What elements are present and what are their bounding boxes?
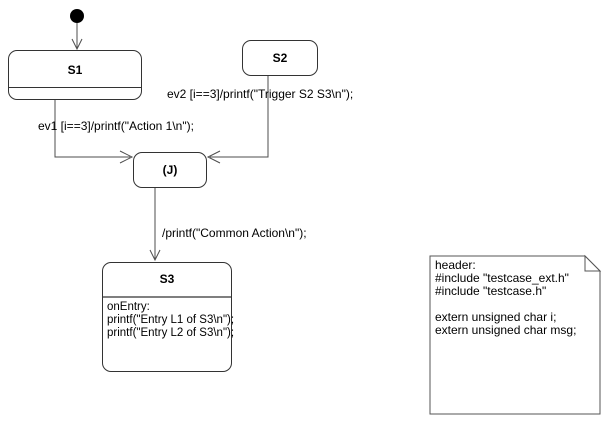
initial-transition-arrow[interactable] — [71, 23, 83, 51]
state-s2[interactable]: S2 — [242, 40, 318, 76]
transition-s2-to-junction[interactable] — [206, 76, 269, 164]
transition-s1-to-junction[interactable] — [54, 100, 134, 164]
note-line: #include "testcase.h" — [435, 284, 547, 298]
state-s3-title: S3 — [159, 272, 175, 286]
state-s1[interactable]: S1 — [8, 50, 142, 100]
state-s3-body-line: printf("Entry L1 of S3\n"); — [107, 314, 235, 326]
note-line: #include "testcase_ext.h" — [435, 271, 569, 285]
junction-j-title: (J) — [162, 163, 178, 177]
initial-state-dot[interactable] — [70, 9, 84, 23]
note-line: header: — [435, 258, 476, 272]
junction-j[interactable]: (J) — [133, 152, 207, 188]
state-s3-body: onEntry: printf("Entry L1 of S3\n"); pri… — [107, 301, 235, 340]
note-line: extern unsigned char i; — [435, 310, 557, 324]
note-shape[interactable] — [429, 254, 602, 415]
state-s1-divider — [9, 87, 141, 88]
state-s3[interactable]: S3 onEntry: printf("Entry L1 of S3\n"); … — [102, 262, 235, 372]
state-s3-divider — [103, 263, 231, 298]
label-ev2-transition: ev2 [i==3]/printf("Trigger S2 S3\n"); — [167, 87, 354, 101]
state-s3-body-line: onEntry: — [107, 301, 150, 313]
state-s3-body-line: printf("Entry L2 of S3\n"); — [107, 327, 235, 339]
transition-junction-to-s3[interactable] — [149, 188, 161, 262]
state-s1-title: S1 — [67, 63, 83, 77]
note-line: extern unsigned char msg; — [435, 323, 577, 337]
label-ev1-transition: ev1 [i==3]/printf("Action 1\n"); — [38, 119, 194, 133]
label-common-action: /printf("Common Action\n"); — [162, 226, 307, 240]
note-text: header: #include "testcase_ext.h" #inclu… — [435, 259, 597, 337]
state-s2-title: S2 — [272, 51, 288, 65]
